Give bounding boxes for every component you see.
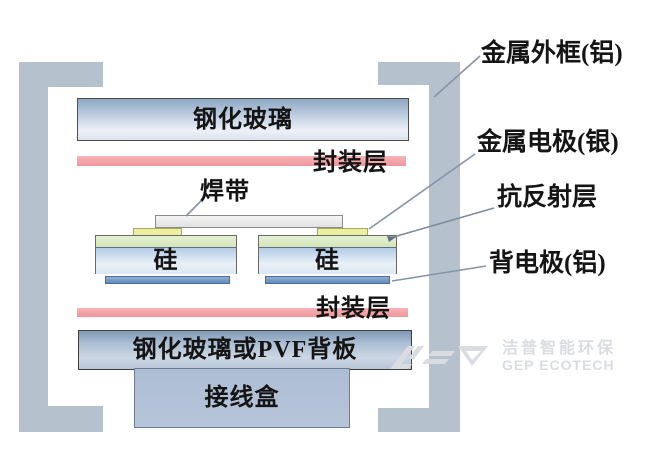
antireflection-layer-left — [96, 236, 236, 248]
frame-bottom-right-stub — [378, 408, 460, 432]
front-electrode-right — [317, 228, 368, 236]
silicon-left-label: 硅 — [153, 248, 179, 274]
leader-ribbon — [185, 200, 202, 217]
back-electrode-left — [105, 276, 230, 284]
callout-front-electrode-label: 金属电极(银) — [477, 129, 619, 156]
watermark: 洁普智能环保 GEP ECOTECH — [388, 340, 628, 374]
backsheet-label: 钢化玻璃或PVF背板 — [132, 337, 358, 363]
front-electrode-left — [133, 228, 182, 236]
layer-tempered-glass: 钢化玻璃 — [77, 98, 409, 141]
watermark-en-text: GEP ECOTECH — [502, 357, 615, 373]
frame-top-left-stub — [19, 62, 103, 87]
back-electrode-right — [265, 276, 390, 284]
silicon-body-left: 硅 — [96, 248, 236, 274]
watermark-cn-text: 洁普智能环保 — [502, 340, 617, 357]
ribbon-label: 焊带 — [200, 179, 250, 205]
layer-encapsulant-bottom — [77, 308, 408, 317]
junction-box-label: 接线盒 — [204, 385, 280, 411]
frame-right-bar — [429, 62, 460, 432]
layer-encapsulant-top — [77, 156, 406, 166]
gep-logo-icon — [390, 346, 488, 369]
cell-left: 硅 — [95, 235, 237, 274]
antireflection-layer-right — [259, 236, 396, 248]
frame-bottom-left-stub — [19, 406, 103, 432]
callout-back-electrode-label: 背电极(铝) — [489, 250, 606, 277]
frame-left-bar — [19, 62, 48, 432]
silicon-right-label: 硅 — [315, 248, 340, 274]
junction-box: 接线盒 — [134, 368, 350, 428]
tempered-glass-label: 钢化玻璃 — [193, 106, 293, 133]
frame-top-right-stub — [378, 62, 460, 85]
layer-backsheet: 钢化玻璃或PVF背板 — [78, 330, 412, 370]
encapsulant-top-label: 封装层 — [313, 150, 388, 176]
callout-frame-label: 金属外框(铝) — [481, 40, 623, 67]
layer-solder-ribbon — [155, 215, 343, 228]
encapsulant-bottom-label: 封装层 — [316, 296, 391, 322]
callout-antireflection-label: 抗反射层 — [497, 184, 598, 211]
silicon-body-right: 硅 — [259, 248, 396, 274]
cell-right: 硅 — [258, 235, 397, 274]
